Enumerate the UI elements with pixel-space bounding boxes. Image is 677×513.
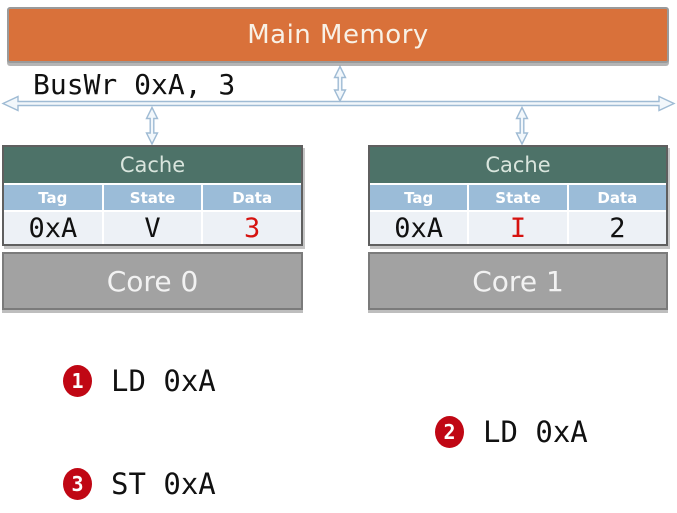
cache0-title: Cache	[4, 147, 301, 183]
bus-cache0-connector-arrow	[145, 105, 159, 146]
event-3-label: ST 0xA	[111, 466, 216, 501]
bus-arrow	[1, 95, 676, 112]
cache1-table: Cache Tag State Data 0xA I 2	[368, 145, 668, 246]
cache0-tag-value: 0xA	[28, 212, 78, 244]
event-2-label: LD 0xA	[483, 414, 588, 449]
memory-bus-connector-arrow	[333, 64, 347, 103]
cache0-col-state: State	[101, 185, 202, 210]
event-2-badge: 2	[435, 415, 464, 448]
core0-label: Core 0	[106, 264, 199, 298]
cache1-tag-value: 0xA	[394, 212, 444, 244]
cache0-col-tag: Tag	[38, 188, 68, 207]
core0-block: Core 0	[2, 252, 303, 310]
cache0-col-data: Data	[201, 185, 301, 210]
event-1: 1 LD 0xA	[63, 363, 216, 398]
bus-transaction-label: BusWr 0xA, 3	[33, 68, 236, 101]
cache0-entry-row: 0xA V 3	[4, 210, 301, 244]
main-memory-block: Main Memory	[7, 7, 669, 63]
cache1-entry-row: 0xA I 2	[370, 210, 666, 244]
bus-cache1-connector-arrow	[515, 105, 529, 146]
cache1-column-headers: Tag State Data	[370, 183, 666, 210]
cache1-title: Cache	[370, 147, 666, 183]
cache1-state-value: I	[467, 212, 566, 244]
cache0-table: Cache Tag State Data 0xA V 3	[2, 145, 303, 246]
cache0-column-headers: Tag State Data	[4, 183, 301, 210]
event-3-badge: 3	[63, 467, 92, 500]
cache0-state-value: V	[101, 212, 202, 244]
event-2: 2 LD 0xA	[435, 414, 588, 449]
cache1-col-state: State	[467, 185, 566, 210]
event-1-badge: 1	[63, 364, 92, 397]
cache1-col-data: Data	[566, 185, 666, 210]
cache1-col-tag: Tag	[404, 188, 434, 207]
cache0-data-value: 3	[201, 212, 301, 244]
core1-block: Core 1	[368, 252, 668, 310]
core1-label: Core 1	[472, 264, 564, 298]
cache1-data-value: 2	[566, 212, 666, 244]
event-1-label: LD 0xA	[111, 363, 216, 398]
main-memory-label: Main Memory	[247, 20, 429, 50]
event-3: 3 ST 0xA	[63, 466, 216, 501]
